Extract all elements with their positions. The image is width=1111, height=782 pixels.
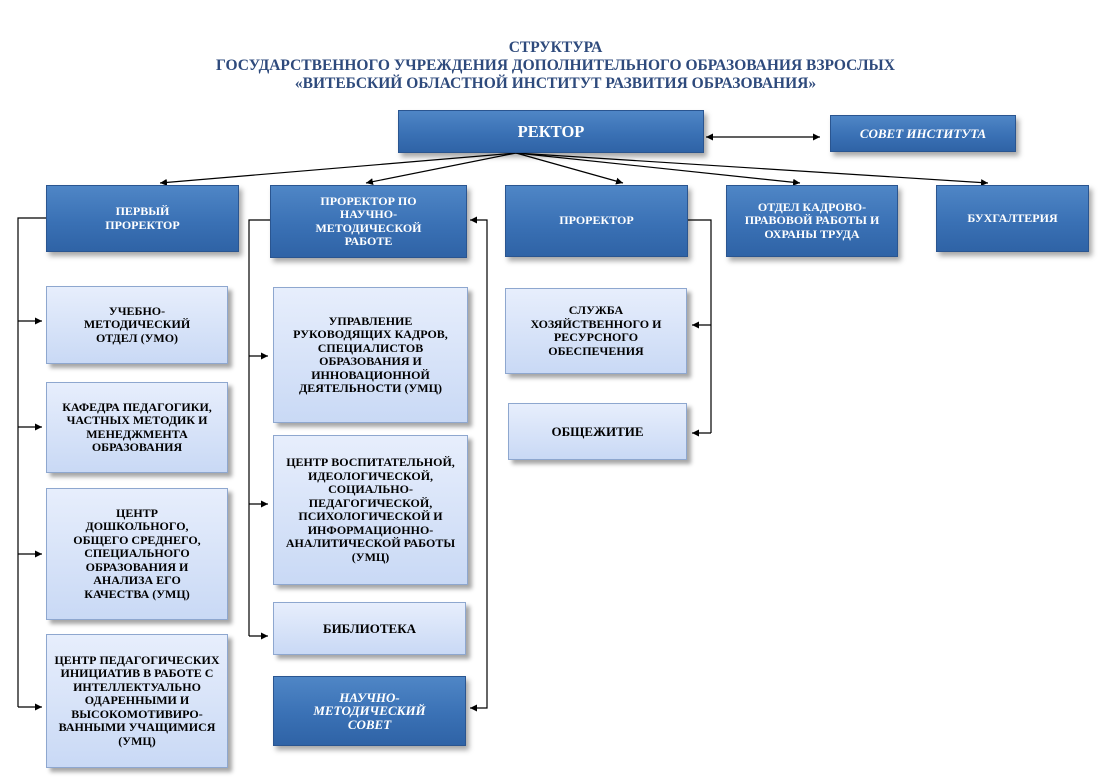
connector-rector-science xyxy=(365,152,517,186)
management-dept-box: УПРАВЛЕНИЕ РУКОВОДЯЩИХ КАДРОВ, СПЕЦИАЛИС… xyxy=(273,287,468,423)
connector-rector-hr xyxy=(515,152,801,186)
hr-dept-box: ОТДЕЛ КАДРОВО-ПРАВОВОЙ РАБОТЫ И ОХРАНЫ Т… xyxy=(726,185,898,257)
pedagogy-chair-box: КАФЕДРА ПЕДАГОГИКИ, ЧАСТНЫХ МЕТОДИК И МЕ… xyxy=(46,382,228,473)
accounting-box: БУХГАЛТЕРИЯ xyxy=(936,185,1089,252)
connector-science-bracket xyxy=(248,219,270,636)
connector-rector-accounting xyxy=(515,152,989,187)
connector-prorector-bracket xyxy=(688,219,712,433)
title-line-2: ГОСУДАРСТВЕННОГО УЧРЕЖДЕНИЯ ДОПОЛНИТЕЛЬН… xyxy=(216,57,895,74)
connector-science-council xyxy=(470,216,488,712)
science-prorector-box: ПРОРЕКТОР ПО НАУЧНО-МЕТОДИЧЕСКОЙ РАБОТЕ xyxy=(270,185,467,258)
title-line-1: СТРУКТУРА xyxy=(508,39,603,56)
connector-rector-prorector xyxy=(515,152,624,185)
connector-first-bracket xyxy=(17,217,46,707)
initiatives-center-box: ЦЕНТР ПЕДАГОГИЧЕСКИХ ИНИЦИАТИВ В РАБОТЕ … xyxy=(46,634,228,768)
first-prorector-box: ПЕРВЫЙ ПРОРЕКТОР xyxy=(46,185,239,252)
prorector-box: ПРОРЕКТОР xyxy=(505,185,688,257)
methodical-council-box: НАУЧНО-МЕТОДИЧЕСКИЙ СОВЕТ xyxy=(273,676,466,746)
library-box: БИБЛИОТЕКА xyxy=(273,602,466,655)
title-line-3: «ВИТЕБСКИЙ ОБЛАСТНОЙ ИНСТИТУТ РАЗВИТИЯ О… xyxy=(294,75,817,92)
rector-box: РЕКТОР xyxy=(398,110,704,153)
supply-service-box: СЛУЖБА ХОЗЯЙСТВЕННОГО И РЕСУРСНОГО ОБЕСП… xyxy=(505,288,687,374)
preschool-center-box: ЦЕНТР ДОШКОЛЬНОГО, ОБЩЕГО СРЕДНЕГО, СПЕЦ… xyxy=(46,488,228,620)
council-box: СОВЕТ ИНСТИТУТА xyxy=(830,115,1016,152)
connector-rector-first xyxy=(159,152,517,186)
dormitory-box: ОБЩЕЖИТИЕ xyxy=(508,403,687,460)
upbringing-center-box: ЦЕНТР ВОСПИТАТЕЛЬНОЙ, ИДЕОЛОГИЧЕСКОЙ, СО… xyxy=(273,435,468,585)
umo-box: УЧЕБНО-МЕТОДИЧЕСКИЙ ОТДЕЛ (УМО) xyxy=(46,286,228,364)
